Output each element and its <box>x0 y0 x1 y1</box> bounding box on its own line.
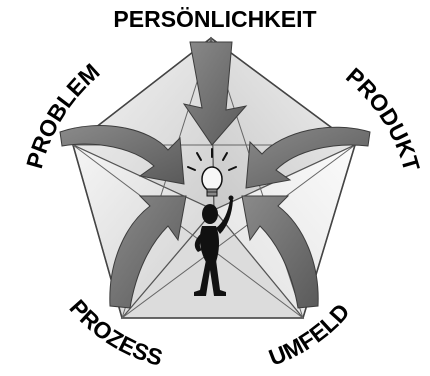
label-right: PRODUKT <box>341 62 425 174</box>
label-top: PERSÖNLICHKEIT <box>113 6 316 32</box>
figure-head <box>202 204 218 224</box>
